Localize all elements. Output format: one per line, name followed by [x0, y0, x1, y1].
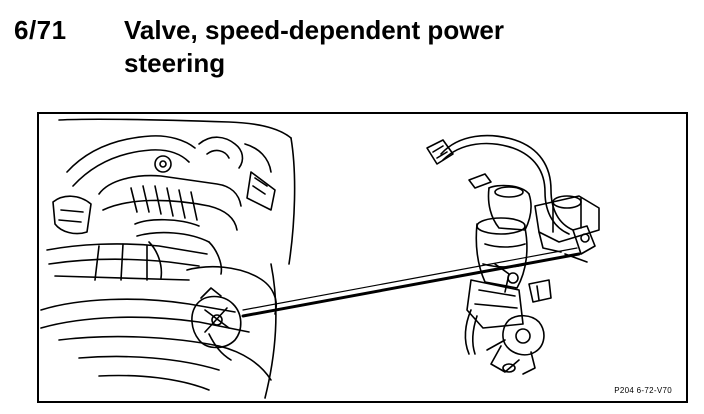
figure-code: P204 6-72-V70 [614, 386, 672, 395]
section-reference-number: 6/71 [14, 15, 67, 45]
technical-illustration-frame: P204 6-72-V70 [37, 112, 688, 403]
engine-bay-drawing [40, 118, 296, 399]
valve-assembly-drawing [426, 134, 600, 375]
technical-illustration [40, 118, 600, 399]
page-title: Valve, speed-dependent power steering [124, 15, 504, 78]
